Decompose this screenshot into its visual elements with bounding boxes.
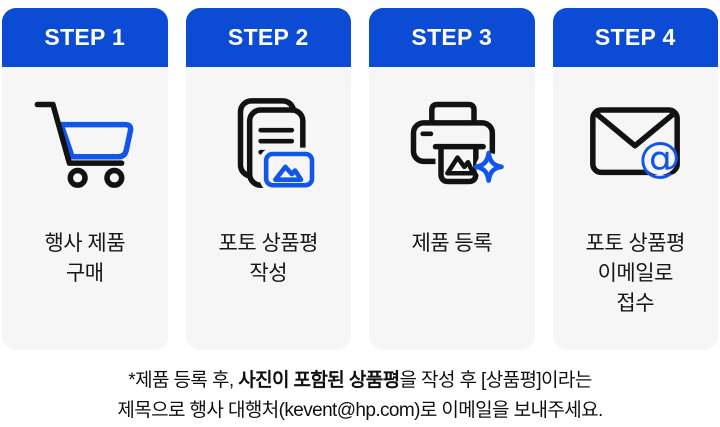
step-2-header: STEP 2 — [185, 8, 351, 67]
steps-row: STEP 1 행사 제품 구매 STEP 2 — [2, 8, 718, 350]
step-1-label: STEP 1 — [44, 24, 126, 50]
photo-review-documents-icon — [213, 93, 323, 193]
step-1-body: 행사 제품 구매 — [2, 67, 168, 350]
step-4-label: STEP 4 — [594, 24, 676, 50]
footnote-line1-bold: 사진이 포함된 상품평 — [238, 370, 400, 391]
step-card-4: STEP 4 @ 포토 상품평 이메일로 접수 — [552, 8, 719, 350]
step-card-3: STEP 3 제품 등록 — [369, 8, 535, 350]
footnote-line1-prefix: *제품 등록 후, — [128, 370, 239, 391]
footnote-line-1: *제품 등록 후, 사진이 포함된 상품평을 작성 후 [상품평]이라는 — [0, 366, 720, 396]
email-at-icon: @ — [580, 93, 690, 193]
step-2-caption: 포토 상품평 작성 — [218, 232, 319, 285]
step-card-2: STEP 2 포토 상품평 작성 — [185, 8, 352, 350]
step-3-body: 제품 등록 — [369, 67, 535, 350]
printer-photo-icon — [397, 93, 507, 193]
step-3-caption: 제품 등록 — [411, 232, 493, 255]
step-3-label: STEP 3 — [411, 24, 493, 50]
svg-text:@: @ — [639, 132, 681, 181]
step-4-body: @ 포토 상품평 이메일로 접수 — [553, 67, 719, 350]
step-1-caption: 행사 제품 구매 — [44, 232, 126, 285]
footnote-line1-suffix: 을 작성 후 [상품평]이라는 — [399, 370, 593, 391]
step-2-body: 포토 상품평 작성 — [186, 67, 352, 350]
step-2-label: STEP 2 — [227, 24, 309, 50]
step-card-1: STEP 1 행사 제품 구매 — [2, 8, 168, 350]
step-3-header: STEP 3 — [369, 8, 535, 67]
footnote-line-2: 제목으로 행사 대행처(kevent@hp.com)로 이메일을 보내주세요. — [117, 400, 603, 421]
step-1-header: STEP 1 — [2, 8, 168, 67]
shopping-cart-icon — [30, 93, 140, 193]
step-4-caption: 포토 상품평 이메일로 접수 — [585, 232, 686, 315]
step-4-header: STEP 4 — [552, 8, 718, 67]
footnote: *제품 등록 후, 사진이 포함된 상품평을 작성 후 [상품평]이라는 제목으… — [0, 366, 720, 426]
